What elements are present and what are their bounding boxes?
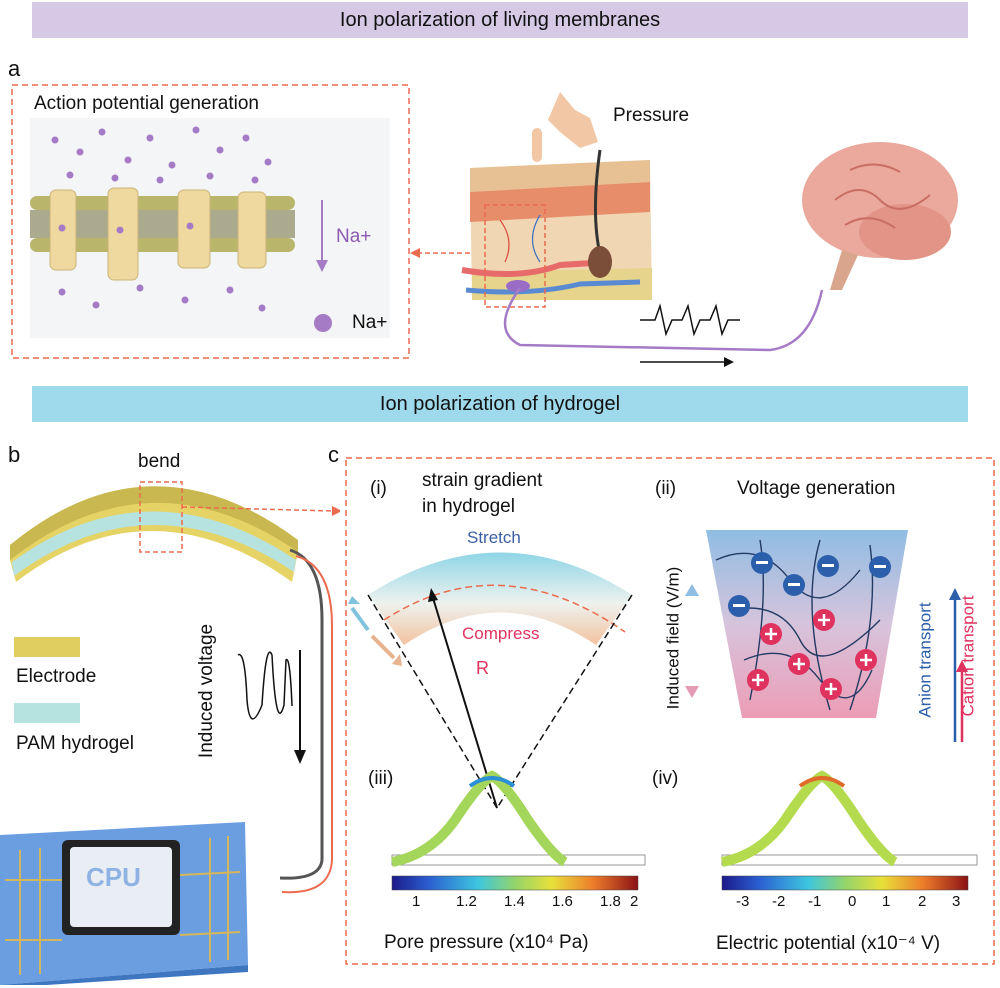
cation-transport-label: Cation transport (958, 595, 978, 717)
sodium-legend-label: Na+ (352, 312, 388, 333)
skin-cross-section (461, 149, 652, 300)
panel-label-a: a (8, 56, 21, 81)
cpu-label: CPU (86, 862, 141, 892)
action-potential-title: Action potential generation (34, 93, 259, 114)
panel-label-b: b (8, 442, 21, 467)
finger-hand (532, 92, 598, 162)
tick-iii-3: 1.6 (552, 893, 573, 910)
tick-iv-5: 2 (918, 893, 927, 910)
tick-iii-0: 1 (412, 893, 421, 910)
hydrogel-legend-label: PAM hydrogel (16, 733, 134, 754)
tick-iii-1: 1.2 (456, 893, 477, 910)
tick-iv-0: -3 (736, 893, 750, 910)
cpu-board (0, 822, 248, 985)
label-c-ii: (ii) (655, 478, 677, 499)
pore-pressure-caption: Pore pressure (x10⁴ Pa) (384, 932, 589, 953)
ion-channels (49, 187, 267, 281)
banner-hydrogel: Ion polarization of hydrogel (32, 386, 968, 422)
brain (802, 142, 958, 290)
bend-label: bend (138, 451, 181, 472)
tick-iv-2: -1 (808, 893, 822, 910)
colorbar-ticks-iv: -3 -2 -1 0 1 2 3 (722, 893, 972, 913)
label-c-i: (i) (370, 478, 387, 499)
panel-c-graphics (345, 457, 995, 965)
tick-iii-2: 1.4 (504, 893, 525, 910)
tick-iii-5: 2 (630, 893, 639, 910)
anions (728, 552, 891, 617)
induced-voltage-label: Induced voltage (196, 623, 218, 759)
tick-iv-3: 0 (848, 893, 857, 910)
tick-iv-6: 3 (952, 893, 961, 910)
panel-b-graphics (0, 481, 340, 985)
compress-label: Compress (462, 624, 540, 643)
panel-a-graphics (11, 84, 958, 367)
label-c-iv: (iv) (652, 768, 679, 789)
banner-living-membranes: Ion polarization of living membranes (32, 2, 968, 38)
sodium-flow-label: Na+ (336, 226, 372, 247)
colorbar-ticks-iii: 1 1.2 1.4 1.6 1.8 2 (392, 893, 642, 913)
cations (747, 609, 877, 700)
tick-iii-4: 1.8 (600, 893, 621, 910)
induced-field-label: Induced field (V/m) (663, 566, 683, 710)
pressure-label: Pressure (613, 105, 690, 126)
tick-iv-4: 1 (882, 893, 891, 910)
anion-transport-label: Anion transport (915, 602, 935, 718)
electrode-legend-label: Electrode (16, 666, 97, 687)
strain-gradient-title-1: strain gradient (422, 470, 543, 491)
strain-gradient-title-2: in hydrogel (422, 496, 515, 517)
voltage-generation-title: Voltage generation (737, 478, 896, 499)
panel-label-c: c (328, 442, 339, 467)
electric-potential-caption: Electric potential (x10⁻⁴ V) (716, 933, 941, 954)
sodium-ions (51, 126, 272, 312)
stretch-label: Stretch (467, 528, 521, 547)
radius-label: R (476, 658, 489, 678)
tick-iv-1: -2 (772, 893, 786, 910)
label-c-iii: (iii) (368, 768, 394, 789)
